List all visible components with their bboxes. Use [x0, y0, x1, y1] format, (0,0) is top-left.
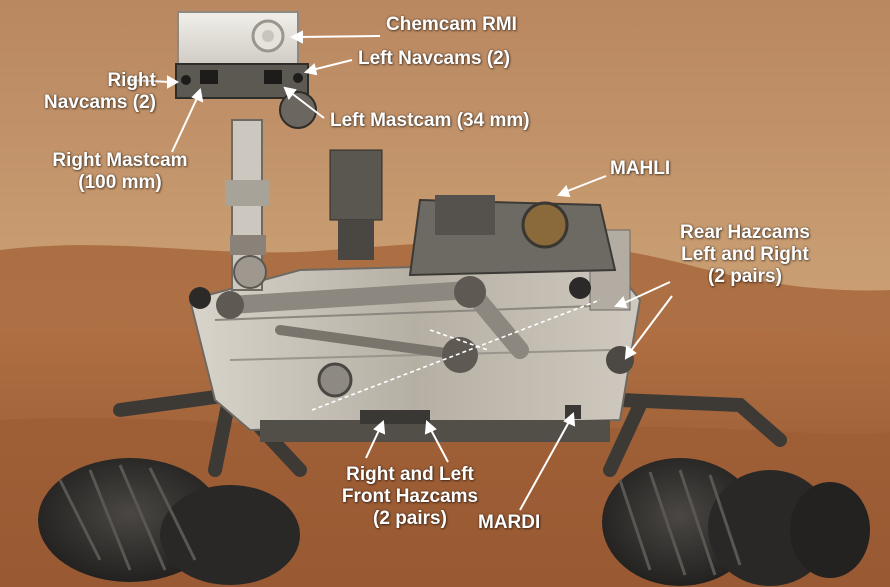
label-left-navcams: Left Navcams (2)	[358, 48, 511, 69]
dashed-indicator	[311, 299, 601, 411]
label-left-mastcam: Left Mastcam (34 mm)	[330, 110, 530, 131]
pointer-lines	[129, 30, 673, 511]
label-right-mastcam: Right Mastcam (100 mm)	[52, 150, 188, 193]
label-chemcam-rmi: Chemcam RMI	[386, 14, 517, 35]
label-front-hazcams: Right and Left Front Hazcams (2 pairs)	[341, 464, 479, 529]
label-mardi: MARDI	[478, 512, 541, 533]
label-mahli: MAHLI	[610, 158, 671, 179]
label-rear-hazcams: Rear Hazcams Left and Right (2 pairs)	[680, 222, 810, 287]
rover-body	[188, 149, 642, 442]
label-right-navcams: Right Navcams (2)	[44, 70, 156, 113]
wheels	[38, 458, 870, 586]
